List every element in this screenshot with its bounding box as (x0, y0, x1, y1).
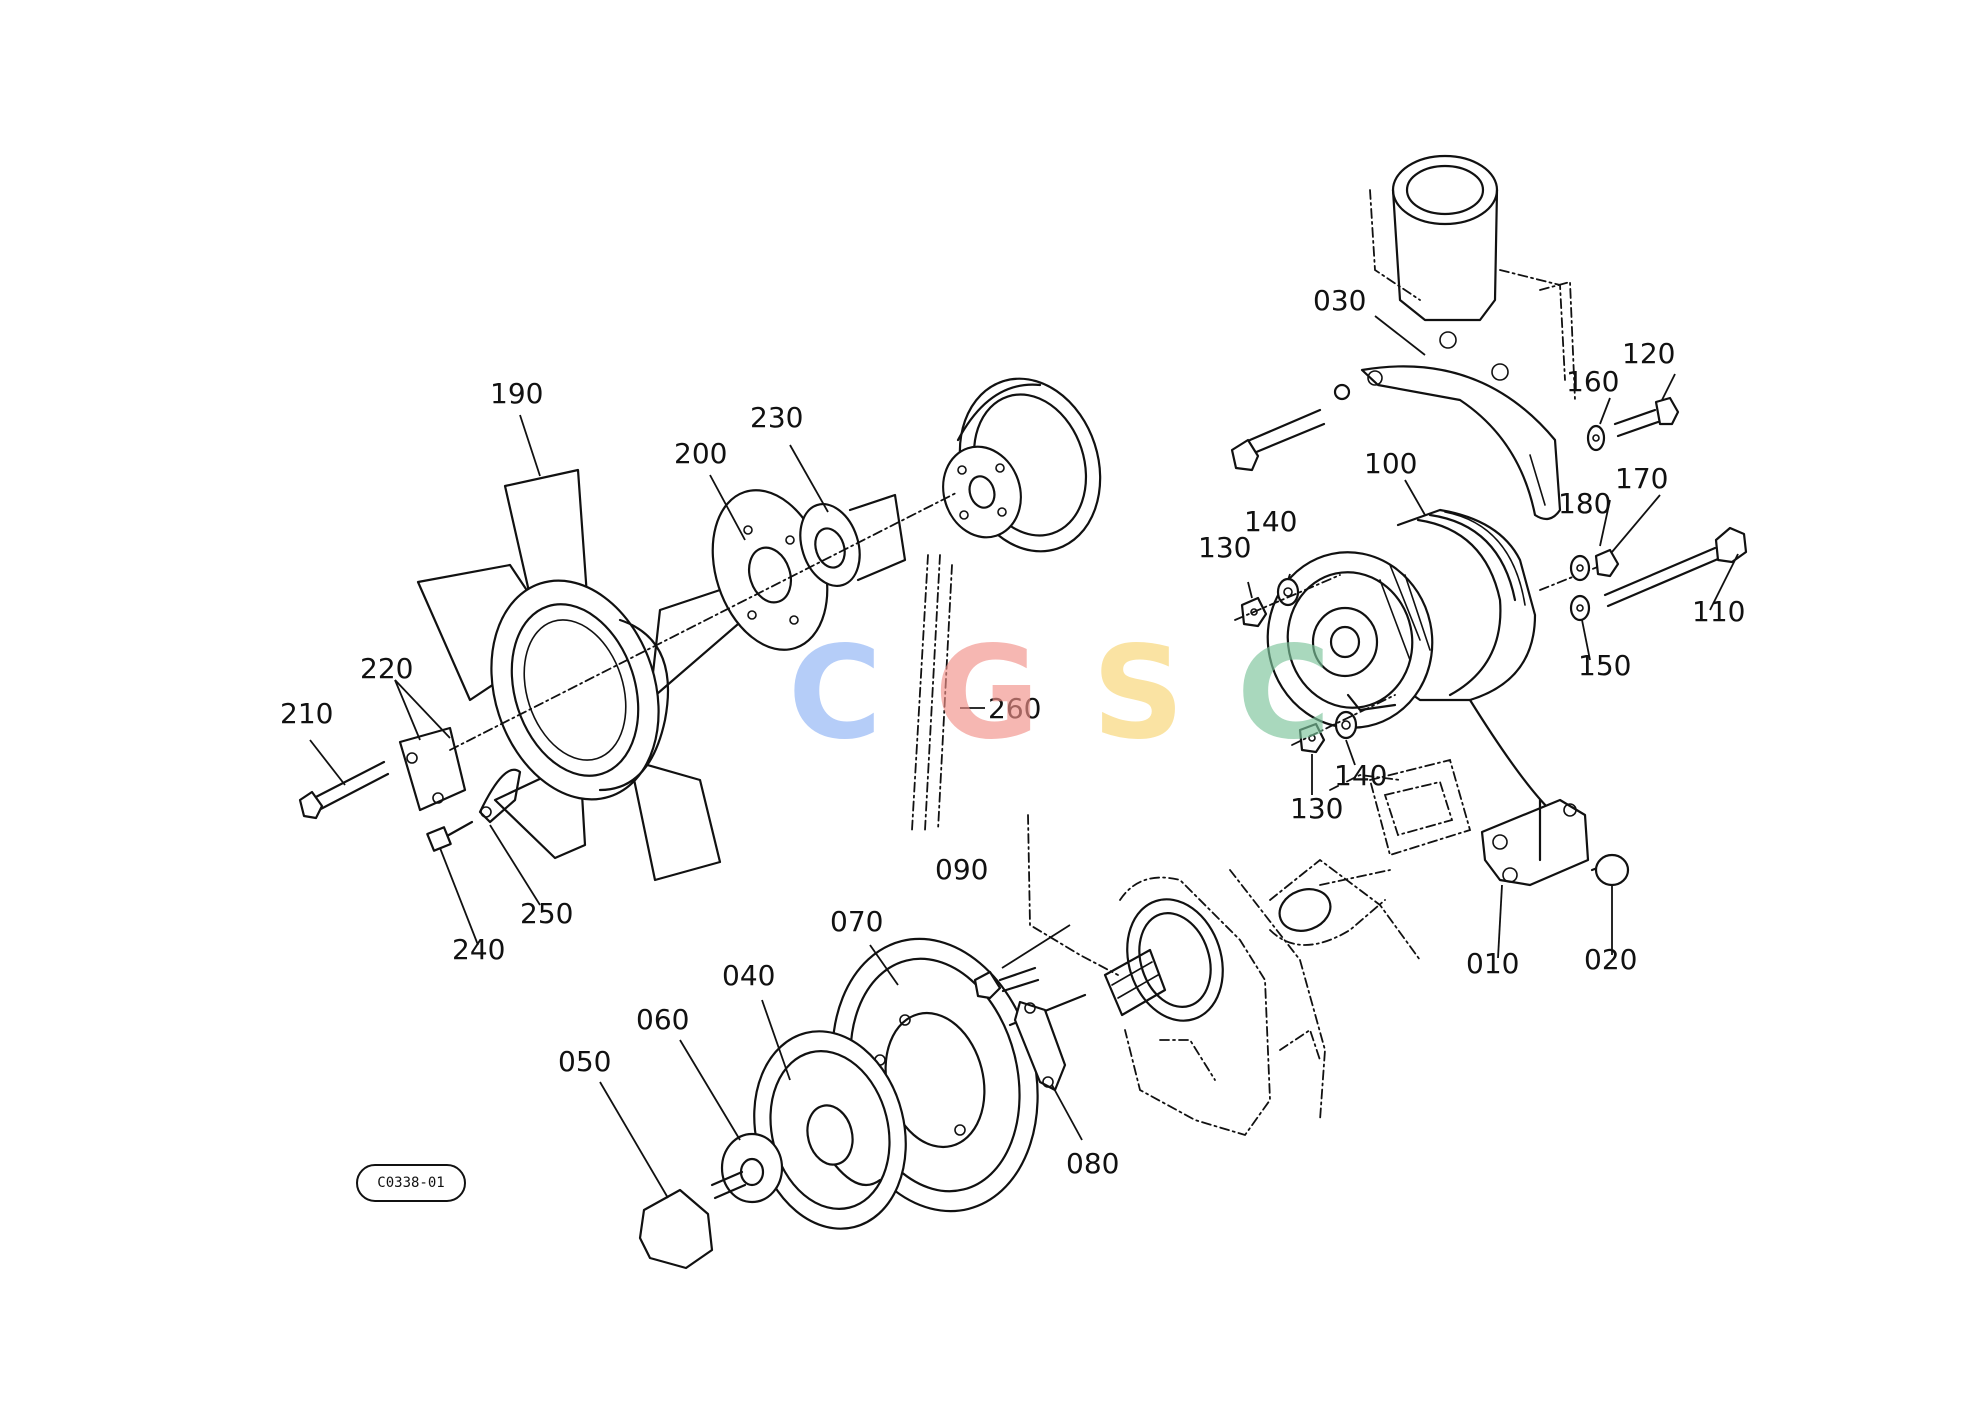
callout-170: 170 (1615, 462, 1669, 495)
alternator (1266, 508, 1552, 812)
alternator-mount-bracket (1269, 758, 1630, 946)
crank-pulley-assembly (638, 937, 1087, 1270)
callout-080: 080 (1066, 1147, 1120, 1180)
callout-240: 240 (452, 933, 506, 966)
fan-fasteners (298, 726, 522, 852)
bolt-120-washer-160 (1586, 396, 1680, 452)
callout-060: 060 (636, 1003, 690, 1036)
watermark-logo: C G S C (788, 630, 1335, 758)
fan-assembly (416, 468, 754, 882)
callout-160: 160 (1566, 365, 1620, 398)
watermark-letter-2: G (934, 619, 1044, 768)
callout-250: 250 (520, 897, 574, 930)
watermark-letter-1: C (788, 619, 886, 768)
callout-070: 070 (830, 905, 884, 938)
diagram-code-text: C0338-01 (377, 1175, 445, 1191)
alternator-stay (1230, 365, 1562, 521)
callout-020: 020 (1584, 943, 1638, 976)
fan-axis-line (449, 491, 959, 751)
callout-130-upper: 130 (1198, 531, 1252, 564)
callout-140-lower: 140 (1334, 759, 1388, 792)
callout-050: 050 (558, 1045, 612, 1078)
callout-180: 180 (1558, 487, 1612, 520)
callout-120: 120 (1622, 337, 1676, 370)
callout-130-lower: 130 (1290, 792, 1344, 825)
callout-140-upper: 140 (1244, 505, 1298, 538)
diagram-code-badge: C0338-01 (356, 1164, 466, 1202)
callout-010: 010 (1466, 947, 1520, 980)
callout-110: 110 (1692, 595, 1746, 628)
alternator-pivot-fasteners (1539, 526, 1748, 622)
thermostat-housing (1369, 154, 1576, 401)
nut-washer-upper (1234, 574, 1341, 628)
fan-spacer-hub (711, 377, 1102, 651)
callout-220: 220 (360, 652, 414, 685)
callout-040: 040 (722, 959, 776, 992)
callout-150: 150 (1578, 649, 1632, 682)
callout-210: 210 (280, 697, 334, 730)
watermark-letter-4: C (1236, 619, 1335, 768)
callout-090: 090 (935, 853, 989, 886)
callout-100: 100 (1364, 447, 1418, 480)
callout-190: 190 (490, 377, 544, 410)
callout-200: 200 (674, 437, 728, 470)
watermark-letter-3: S (1092, 619, 1189, 768)
nut-washer-lower (1291, 694, 1396, 754)
callout-030: 030 (1313, 284, 1367, 317)
v-belt (911, 554, 953, 831)
leader-lines (309, 315, 1739, 1199)
gear-case (1027, 814, 1421, 1137)
callout-260: 260 (988, 692, 1042, 725)
callout-230: 230 (750, 401, 804, 434)
